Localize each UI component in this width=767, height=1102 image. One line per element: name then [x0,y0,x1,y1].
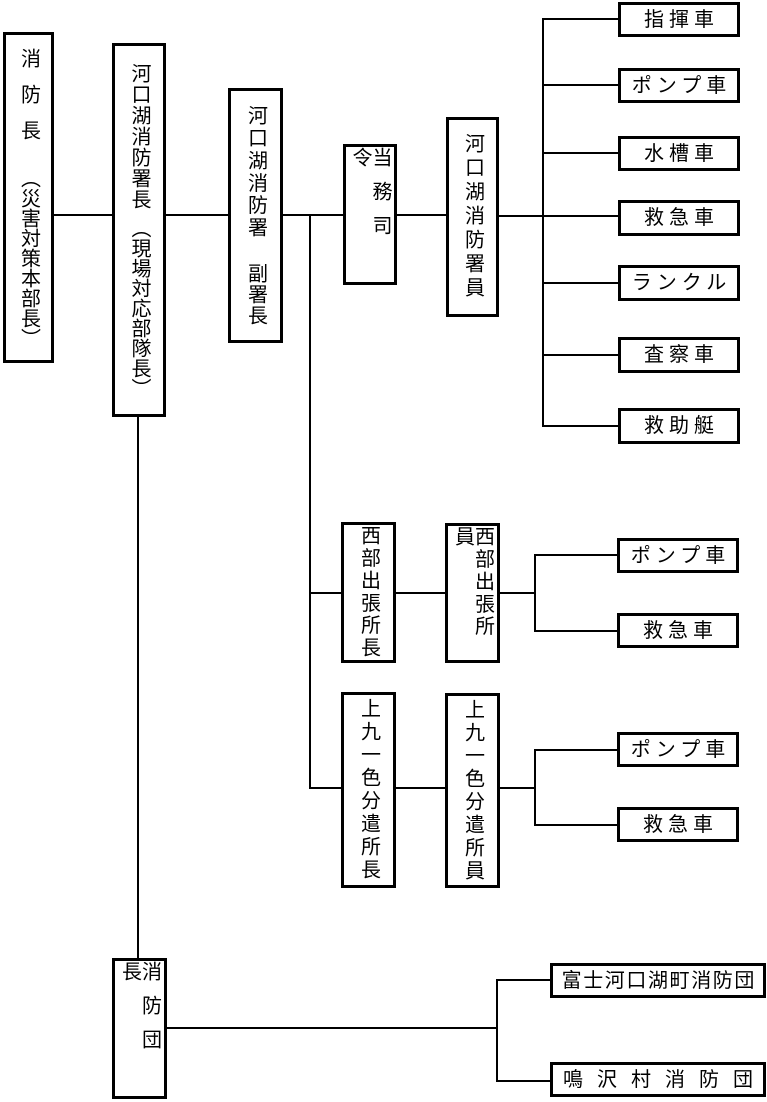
connector-line [542,425,618,427]
node-vehicle-inspection-car: 査察車 [618,337,740,373]
node-vehicle-rescue-boat: 救助艇 [618,408,740,444]
node-label: ランクル [631,272,732,294]
node-kamikuishiki-ambulance: 救急車 [617,807,739,842]
connector-line [534,824,617,826]
node-vehicle-pump-truck: ポンプ車 [618,68,740,103]
node-label: 河口湖消防署 [244,104,267,240]
node-vehicle-water-tank-truck: 水槽車 [618,136,740,171]
connector-line [309,592,343,594]
node-vehicle-ambulance: 救急車 [618,200,740,236]
connector-line [309,214,311,789]
node-fuji-kawaguchiko-brigade: 富士河口湖町消防団 [550,963,766,998]
node-label: 救急車 [643,813,718,836]
node-kamikuishiki-staff: 上九一色分遣所員 [445,693,500,888]
node-brigade-chief: 消防団長 [112,958,167,1099]
node-kamikuishiki-pump-truck: ポンプ車 [617,732,739,767]
node-label: 当務司令 [349,147,391,249]
node-label: 西部出張所長 [357,525,380,660]
node-label: 鳴沢村消防団 [563,1068,767,1091]
node-label: 水槽車 [644,142,719,165]
node-west-branch-staff: 西部出張所員 [445,523,500,663]
connector-line [309,787,343,789]
connector-line [498,592,536,594]
connector-line [396,214,448,216]
node-duty-commander: 当務司令 [343,144,397,285]
connector-line [542,152,618,154]
connector-line [534,749,536,826]
node-deputy-chief: 河口湖消防署 副署長 [228,88,283,343]
connector-line [496,979,552,981]
node-west-ambulance: 救急車 [617,613,739,648]
connector-line [394,787,447,789]
node-kamikuishiki-chief: 上九一色分遣所長 [341,692,396,888]
connector-line [534,554,536,632]
node-label: ポンプ車 [630,738,731,761]
node-label: 救急車 [643,619,718,642]
connector-line [53,214,113,216]
connector-line [542,282,618,284]
connector-line [534,630,617,632]
node-label: 救急車 [644,207,719,229]
node-label: 救助艇 [644,415,719,437]
connector-line [542,84,618,86]
connector-line [496,1080,552,1082]
connector-line [534,554,617,556]
node-sublabel: 副署長 [244,263,267,327]
node-label: 消防長 [17,47,40,156]
node-label: 査察車 [644,344,719,366]
node-label: ポンプ車 [631,74,732,97]
node-west-pump-truck: ポンプ車 [617,538,739,573]
node-label: 富士河口湖町消防団 [561,969,756,992]
node-fire-chief: 消防長 （災害対策本部長） [3,32,54,363]
node-narusawa-brigade: 鳴沢村消防団 [550,1062,766,1097]
connector-line [498,787,536,789]
connector-line [394,592,447,594]
node-station-chief: 河口湖消防署長 （現場対応部隊長） [112,43,166,417]
connector-line [534,749,617,751]
node-vehicle-land-cruiser: ランクル [618,265,740,301]
connector-line [281,214,344,216]
connector-line [164,1027,498,1029]
connector-line [542,354,618,356]
connector-line [498,215,618,217]
node-label: 河口湖消防署員 [461,133,484,301]
node-label: 西部出張所員 [451,526,494,638]
node-sublabel: （現場対応部隊長） [128,217,150,398]
node-sublabel: （災害対策本部長） [17,167,40,348]
connector-line [164,214,229,216]
node-west-branch-chief: 西部出張所長 [341,522,396,663]
node-label: 消防団長 [118,961,161,1063]
node-label: 河口湖消防署長 [128,62,150,210]
connector-line [496,979,498,1082]
node-label: 上九一色分遣所員 [461,698,484,883]
node-label: 指揮車 [644,8,719,31]
node-label: 上九一色分遣所長 [357,698,380,882]
connector-line [542,18,544,427]
connector-line [137,415,139,959]
node-station-staff: 河口湖消防署員 [446,117,499,317]
node-vehicle-command-car: 指揮車 [618,2,740,37]
node-label: ポンプ車 [630,544,731,567]
connector-line [542,18,618,20]
